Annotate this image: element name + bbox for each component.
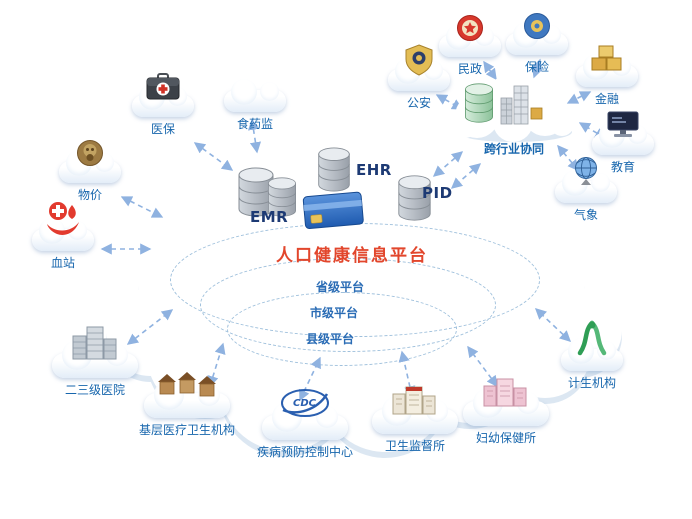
cdc-logo-icon: CDC (279, 386, 331, 426)
node-label: 金融 (594, 92, 619, 106)
node-jinrong: 金融 (573, 44, 641, 107)
node-label: 妇幼保健所 (475, 431, 536, 445)
node-weisheng: 卫生监督所 (353, 382, 477, 454)
node-kuahangye: 跨行业协同 (447, 62, 581, 157)
hospital-buildings-icon (72, 324, 118, 364)
smart-card-icon (302, 191, 364, 230)
node-jiaoyu: 教育 (589, 110, 657, 175)
node-label: 食药监 (236, 117, 273, 131)
globe-icon (571, 156, 601, 192)
node-jibing: CDC 疾病预防控制中心 (238, 386, 372, 460)
maternal-buildings-icon (482, 376, 530, 412)
node-shiyaojian: 食药监 (213, 78, 297, 132)
emr-label: EMR (250, 208, 289, 226)
cloud-shape (262, 402, 348, 440)
node-ersanji: 二三级医院 (49, 324, 141, 398)
pid-label: PID (422, 184, 453, 202)
node-qixiang: 气象 (552, 156, 620, 223)
node-label: 血站 (50, 256, 75, 270)
police-badge-icon (403, 44, 435, 80)
node-label: 民政 (457, 62, 482, 76)
node-baoxian: 保险 (503, 12, 571, 75)
node-label: 教育 (610, 160, 635, 174)
node-label: 计生机构 (567, 376, 616, 390)
level-label-city: 市级平台 (309, 306, 359, 320)
node-label: 医保 (150, 122, 175, 136)
node-label: 基层医疗卫生机构 (138, 423, 235, 437)
cloud-shape (224, 79, 286, 112)
node-label: 物价 (77, 188, 102, 202)
insurance-icon (523, 12, 551, 44)
node-minzheng: 民政 (436, 14, 504, 77)
node-jiceng: 基层医疗卫生机构 (120, 370, 254, 438)
node-xuezhan: 血站 (21, 200, 105, 271)
node-fuyou: 妇幼保健所 (444, 376, 568, 446)
county-ring (227, 292, 457, 366)
node-wujia: 物价 (50, 138, 130, 203)
node-label: 跨行业协同 (483, 142, 544, 156)
node-label: 卫生监督所 (384, 439, 445, 453)
ehr-label: EHR (356, 161, 392, 179)
gold-boxes-icon (590, 44, 624, 76)
medical-kit-icon (144, 72, 182, 106)
node-yibao: 医保 (123, 72, 203, 137)
blood-station-icon (43, 200, 83, 240)
supervision-buildings-icon (391, 382, 439, 420)
node-label: 气象 (573, 208, 598, 222)
civil-affairs-emblem-icon (456, 14, 484, 46)
node-label: 公安 (406, 96, 431, 110)
blackboard-icon (606, 110, 640, 144)
price-bureau-icon (75, 138, 105, 172)
platform-title: 人口健康信息平台 (276, 246, 428, 266)
level-label-province: 省级平台 (315, 280, 365, 294)
green-ribbon-icon (575, 320, 609, 360)
ehr-database-icon (318, 147, 350, 192)
node-label: 保险 (524, 60, 549, 74)
cdc-logo-text: CDC (293, 398, 317, 409)
village-clinics-icon (157, 370, 217, 404)
node-label: 疾病预防控制中心 (256, 445, 353, 459)
cross-industry-cloud-icon (453, 76, 574, 142)
level-label-county: 县级平台 (305, 332, 355, 346)
node-jisheng: 计生机构 (550, 320, 634, 391)
node-label: 二三级医院 (64, 383, 125, 397)
node-gongan: 公安 (381, 44, 457, 111)
